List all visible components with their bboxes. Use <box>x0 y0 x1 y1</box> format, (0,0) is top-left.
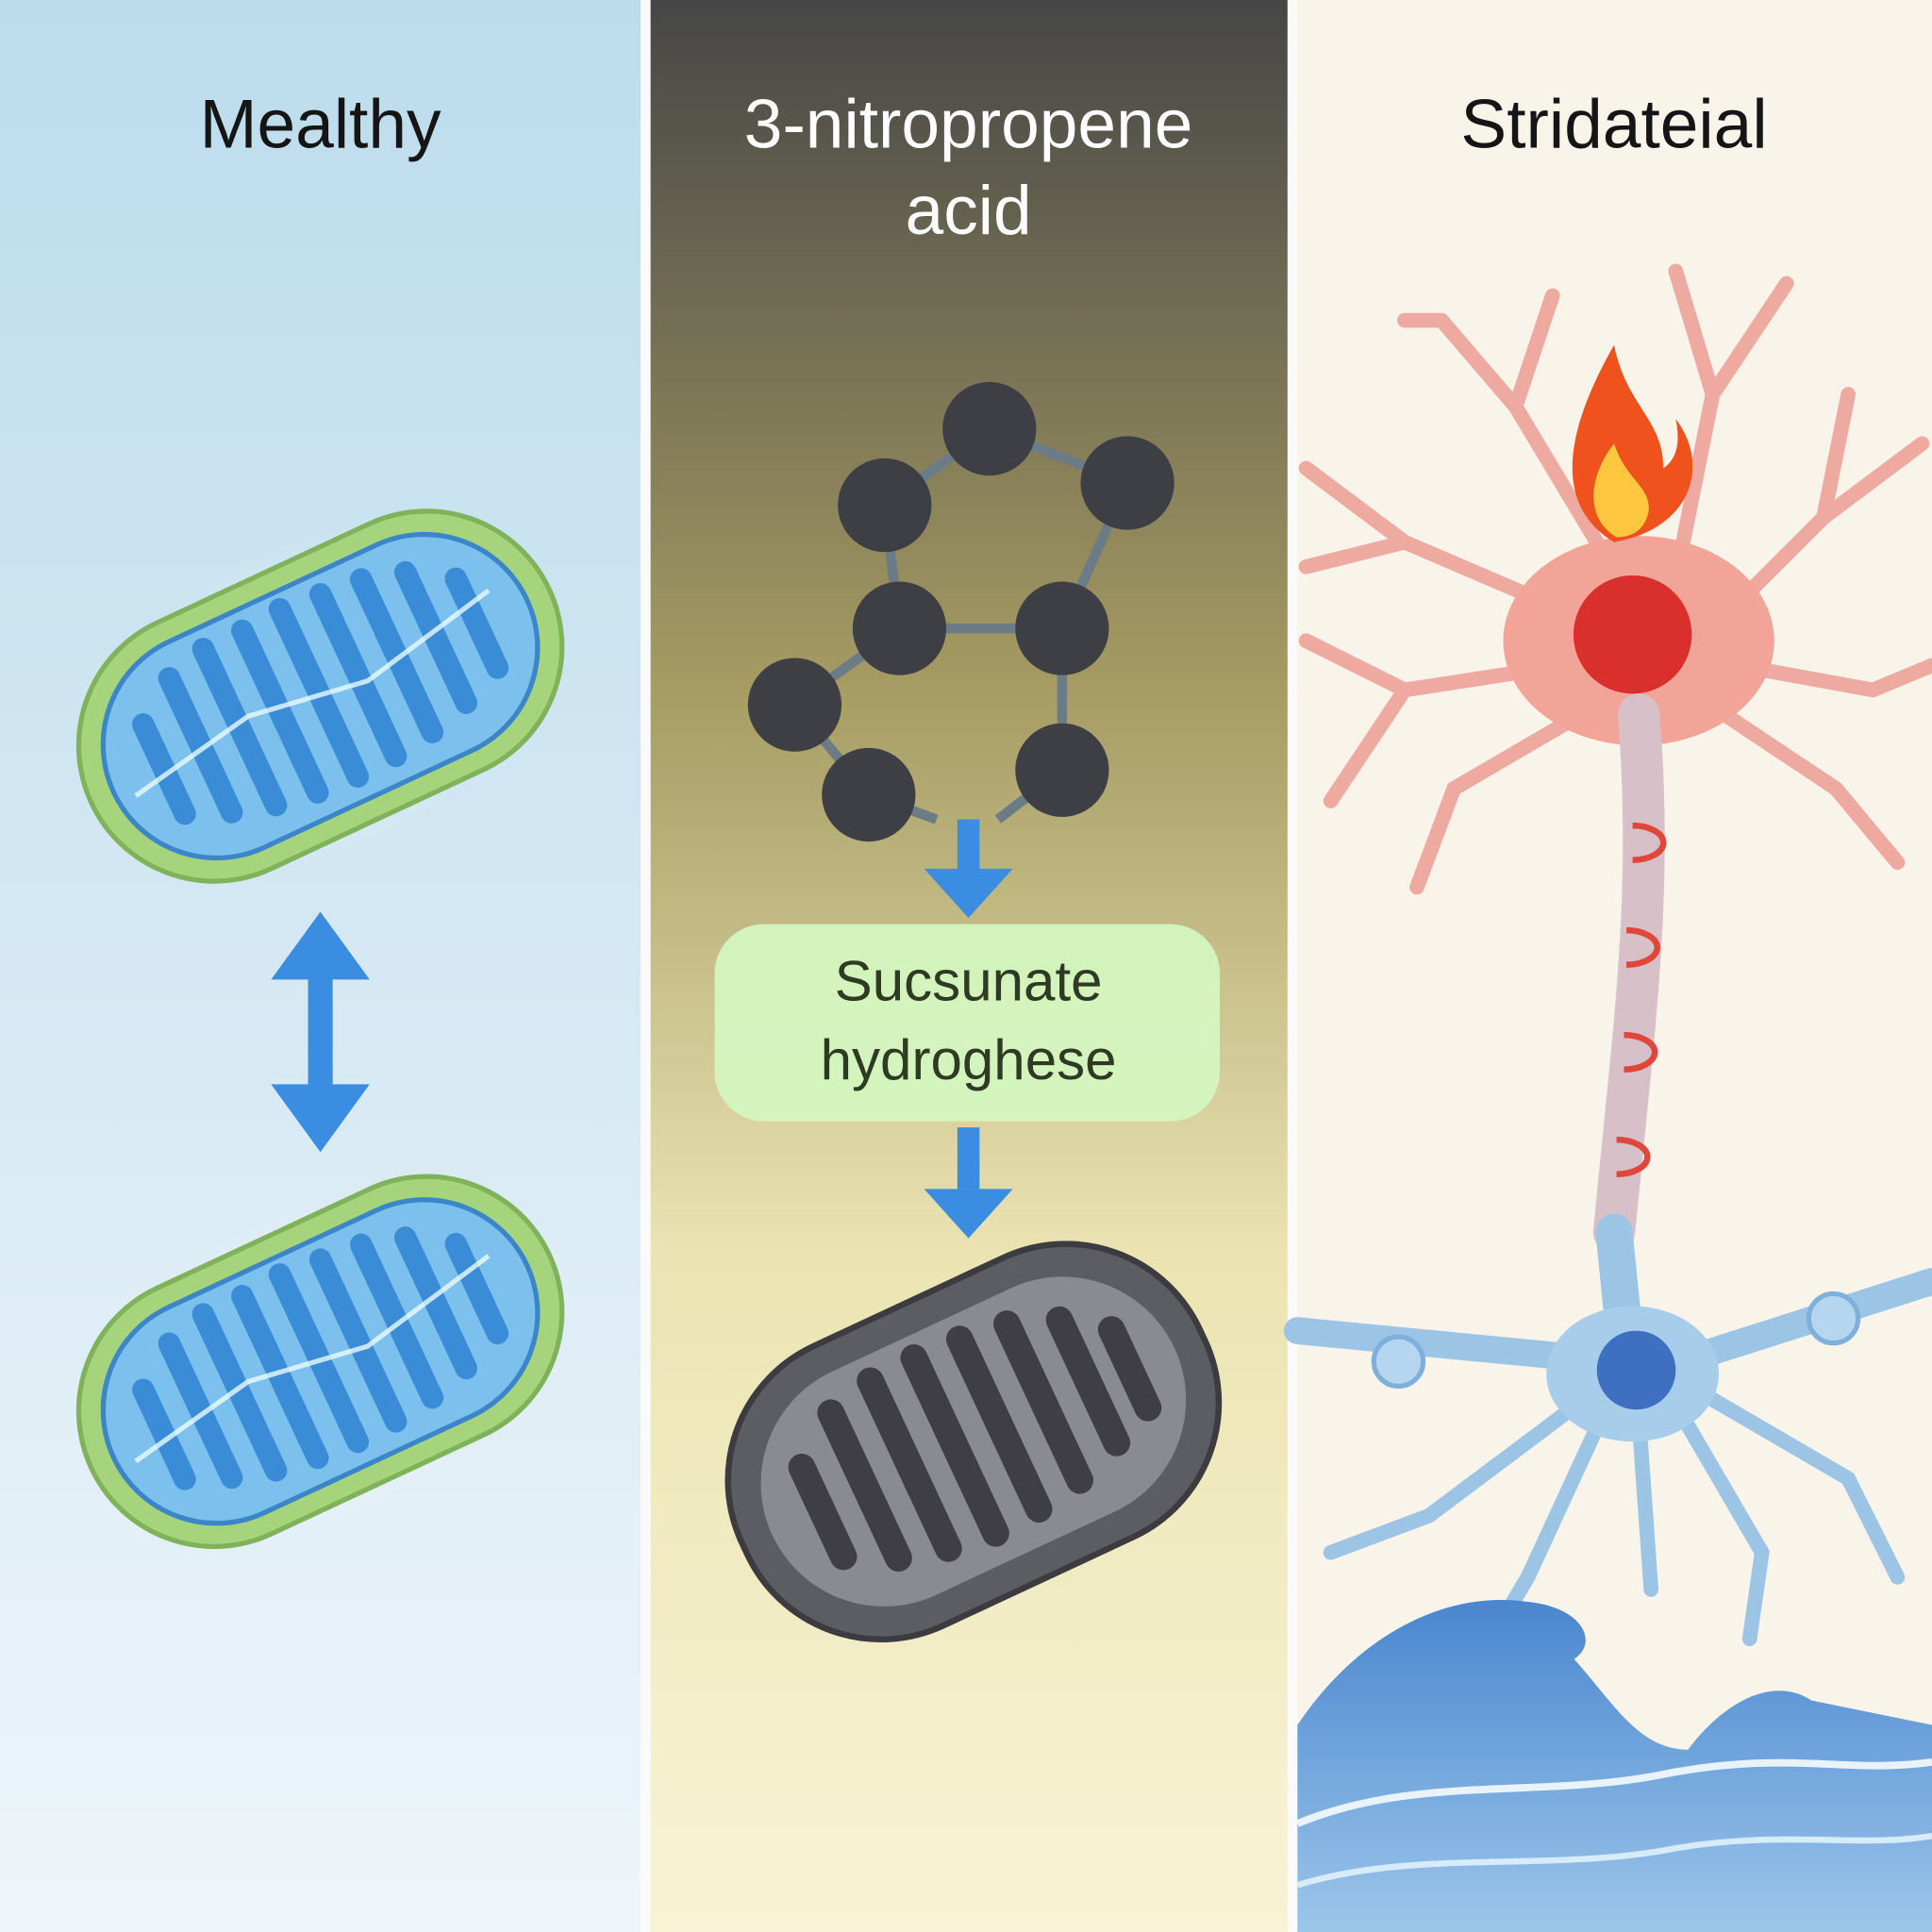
healthy-title: Mealthy <box>200 87 441 163</box>
neuron-title: Stridateial <box>1460 87 1767 163</box>
toxin-panel: 3-nitropropene acid Sucsunate hydroghese <box>650 0 1288 1932</box>
healthy-panel: Mealthy <box>0 0 641 1932</box>
myelin-coils <box>1616 822 1667 1177</box>
neuron-nucleus <box>1573 575 1692 694</box>
healthy-neuron-nucleus <box>1596 1330 1676 1410</box>
arrow-down-icon <box>924 819 1013 919</box>
toxin-title-line2: acid <box>906 173 1032 249</box>
toxin-title-line1: 3-nitropropene <box>744 87 1193 163</box>
enzyme-line1: Sucsunate <box>835 950 1103 1013</box>
flame-icon <box>1572 344 1693 542</box>
enzyme-line2: hydroghese <box>821 1028 1117 1091</box>
neuron-panel: Stridateial <box>1283 0 1932 1932</box>
arrow-down-icon <box>924 1127 1013 1239</box>
enzyme-label: Sucsunate hydroghese <box>714 924 1221 1122</box>
wave-icon <box>1295 1599 1932 1932</box>
damaged-mitochondrion <box>724 1241 1223 1643</box>
molecule-structure <box>747 381 1174 842</box>
healthy-neuron <box>1283 1213 1932 1646</box>
double-arrow-icon <box>271 911 370 1153</box>
